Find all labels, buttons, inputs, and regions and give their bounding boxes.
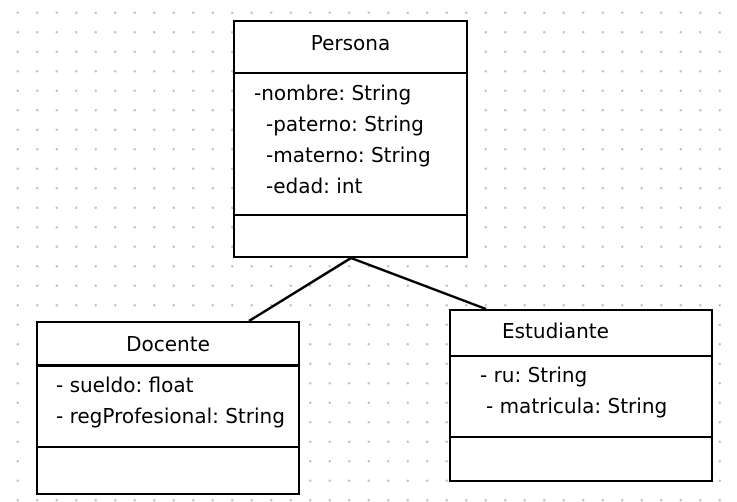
class-persona[interactable]: Persona -nombre: String -paterno: String… (233, 20, 468, 258)
connector-estudiante-to-persona[interactable] (350, 256, 487, 311)
attribute-regprofesional[interactable]: - regProfesional: String (56, 404, 285, 428)
attribute-materno[interactable]: -materno: String (266, 143, 431, 167)
attribute-compartment[interactable]: - sueldo: float - regProfesional: String (38, 367, 298, 448)
attribute-ru[interactable]: - ru: String (480, 363, 588, 387)
connector-docente-to-persona[interactable] (248, 256, 352, 323)
attribute-nombre[interactable]: -nombre: String (254, 81, 412, 105)
class-name[interactable]: Docente (38, 323, 298, 367)
attribute-matricula[interactable]: - matricula: String (486, 394, 668, 418)
attribute-edad[interactable]: -edad: int (266, 174, 363, 198)
class-name[interactable]: Persona (235, 22, 466, 74)
class-name[interactable]: Estudiante (451, 311, 711, 357)
attribute-compartment[interactable]: - ru: String - matricula: String (451, 357, 711, 438)
attribute-sueldo[interactable]: - sueldo: float (56, 373, 194, 397)
attribute-paterno[interactable]: -paterno: String (266, 112, 424, 136)
class-docente[interactable]: Docente - sueldo: float - regProfesional… (36, 321, 300, 495)
class-estudiante[interactable]: Estudiante - ru: String - matricula: Str… (449, 309, 713, 482)
attribute-compartment[interactable]: -nombre: String -paterno: String -matern… (235, 74, 466, 216)
